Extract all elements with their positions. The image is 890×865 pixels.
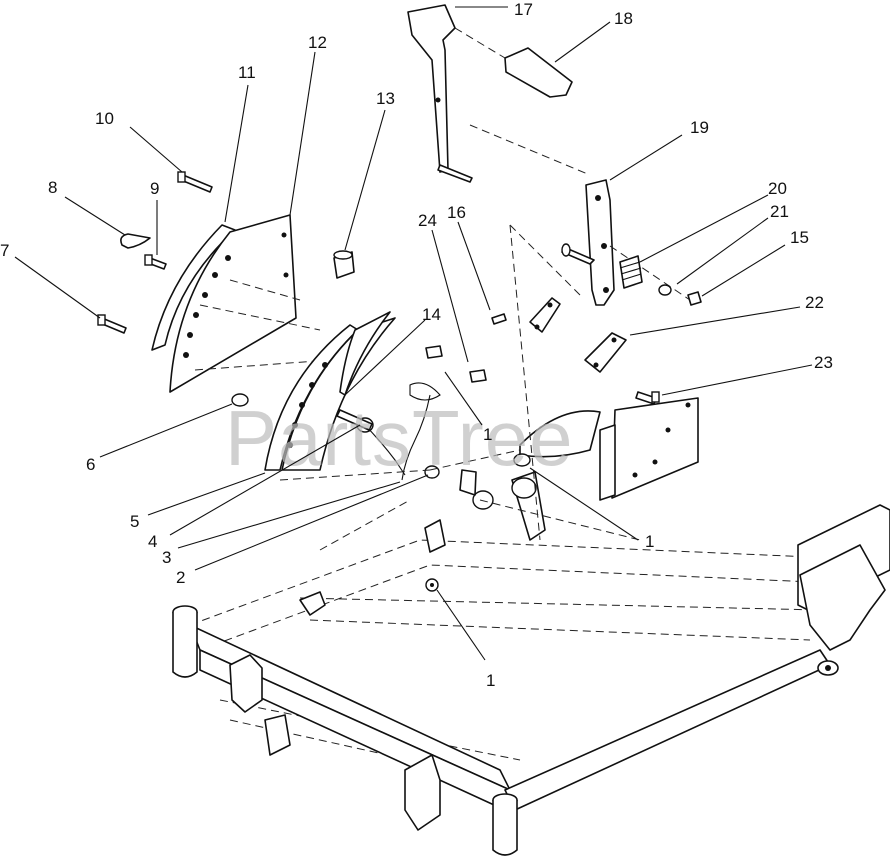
callout-21: 21 [770, 202, 789, 221]
callout-12: 12 [308, 33, 327, 52]
callout-1-upper: 1 [483, 425, 492, 444]
quadrant-plate-12 [169, 214, 297, 393]
link-22 [584, 332, 627, 373]
callout-13: 13 [376, 89, 395, 108]
callout-11: 11 [238, 63, 256, 82]
callout-7: 7 [0, 241, 9, 260]
frame-assembly [172, 504, 890, 856]
callout-19: 19 [690, 118, 709, 137]
callout-17: 17 [514, 0, 533, 19]
bolt-9 [144, 254, 167, 270]
bolt-10 [177, 171, 213, 193]
pivot-assembly [459, 453, 546, 541]
callout-9: 9 [150, 179, 159, 198]
callouts: 17 18 12 11 13 10 19 8 9 20 24 16 21 15 … [0, 0, 833, 690]
link-16 [491, 297, 561, 333]
quadrant-plate-11 [151, 224, 236, 351]
clip-8 [120, 233, 151, 249]
spring-rod [336, 345, 487, 481]
callout-3: 3 [162, 548, 171, 567]
callout-16: 16 [447, 203, 466, 222]
washer-21 [658, 284, 672, 296]
bolt-7 [97, 314, 127, 334]
callout-5: 5 [130, 512, 139, 531]
nut-6 [231, 393, 249, 407]
lever-19 [561, 179, 615, 306]
cam-plate [519, 410, 601, 458]
callout-6: 6 [86, 455, 95, 474]
callout-23: 23 [814, 353, 833, 372]
callout-1-lower: 1 [486, 671, 495, 690]
callout-14: 14 [422, 305, 441, 324]
quadrant-plate-5 [264, 317, 396, 471]
leader-lines [14, 6, 813, 661]
front-right-post [492, 793, 518, 856]
callout-18: 18 [614, 9, 633, 28]
spacer-13 [333, 250, 355, 279]
callout-2: 2 [176, 568, 185, 587]
callout-10: 10 [95, 109, 114, 128]
watermark: PartsTree [225, 394, 574, 482]
lever-17 [407, 4, 473, 183]
callout-20: 20 [768, 179, 787, 198]
callout-15: 15 [790, 228, 809, 247]
callout-22: 22 [805, 293, 824, 312]
front-left-post [172, 605, 198, 678]
callout-1-right: 1 [645, 532, 654, 551]
bracket-right [599, 397, 699, 501]
callout-8: 8 [48, 178, 57, 197]
callout-4: 4 [148, 532, 157, 551]
nut-15 [687, 291, 702, 306]
bolt-23 [635, 391, 660, 405]
spring-20 [619, 255, 643, 289]
grip-18 [504, 47, 573, 98]
callout-24: 24 [418, 211, 437, 230]
